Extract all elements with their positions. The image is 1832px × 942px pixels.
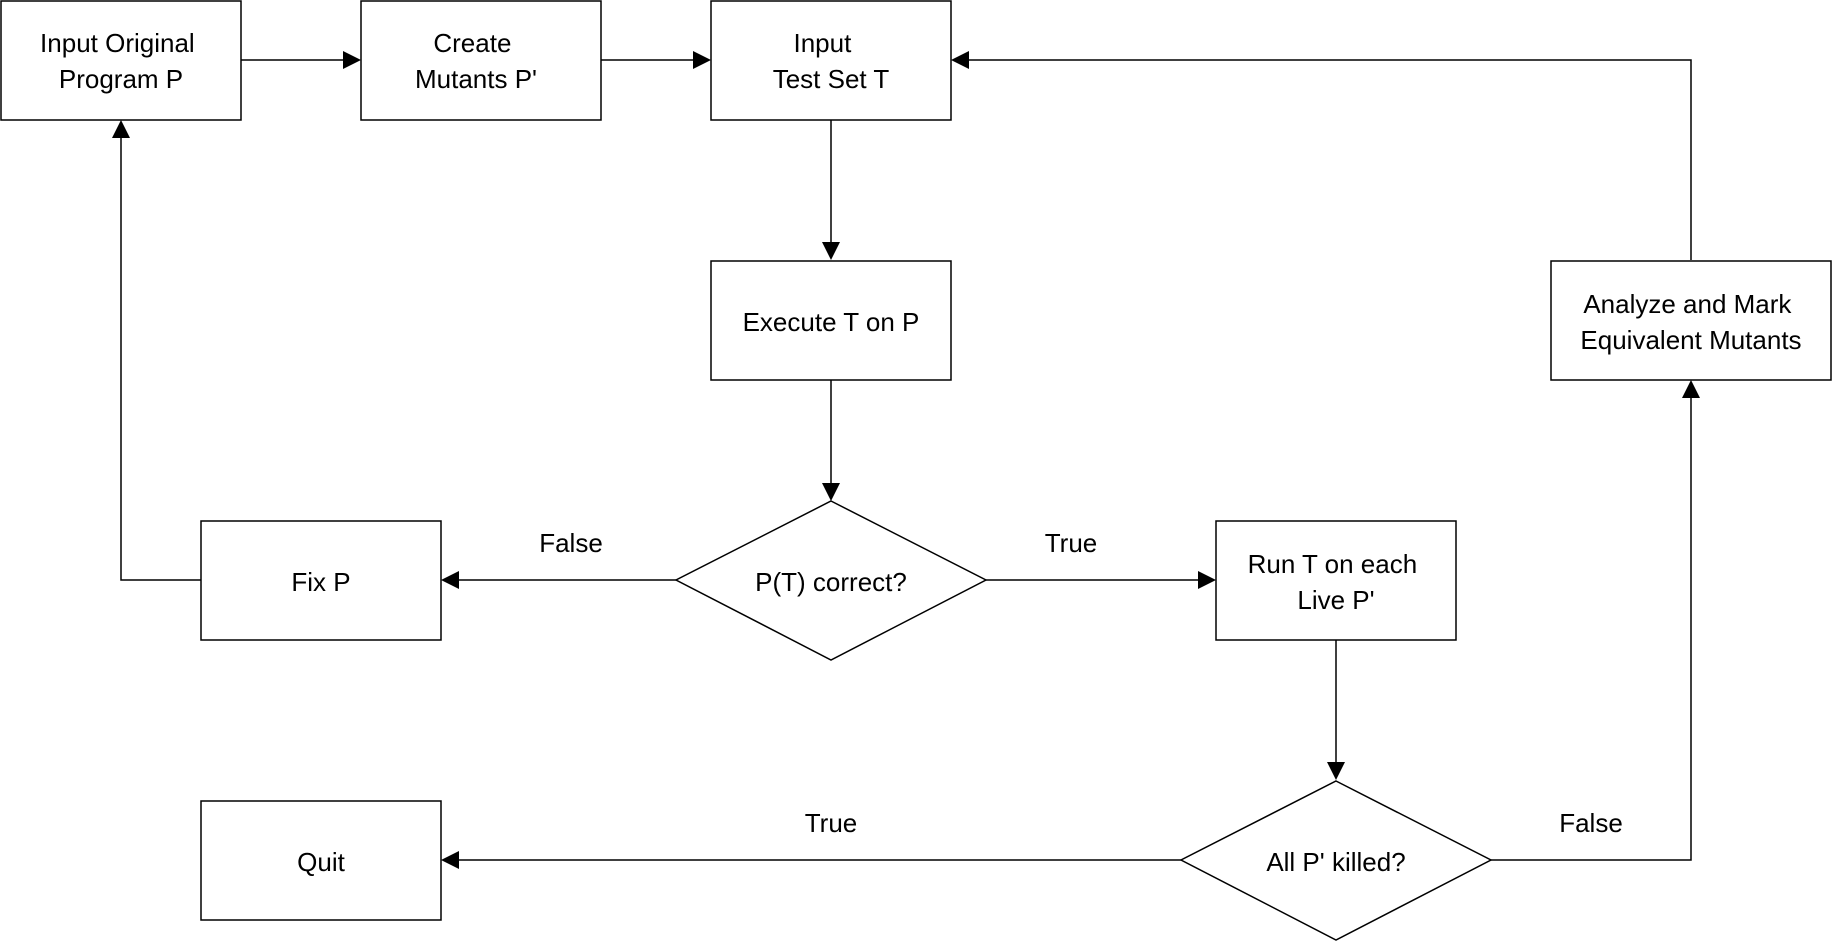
edge-decision-true-to-run [986,571,1216,589]
edge-killed-false-to-analyze [1491,380,1700,861]
node-input-test-set: Input Test Set T [710,0,952,121]
label-killed-true: True [805,808,858,838]
edges [112,51,1700,869]
node-text-line: Input [793,28,852,58]
node-text-line: Live P' [1297,585,1374,615]
node-fix-p: Fix P [200,520,442,641]
node-input-original-program: Input Original Program P [0,0,242,121]
svg-text:All P' killed?: All P' killed? [1266,847,1405,877]
label-pt-true: True [1045,528,1098,558]
edge-run-to-killed [1327,640,1345,780]
svg-text:Run T on each Live P': Run T on each Live P' [1248,549,1425,615]
node-text-line: P(T) correct? [755,567,907,597]
node-analyze-equivalent-mutants: Analyze and Mark Equivalent Mutants [1550,260,1832,381]
node-text-line: Fix P [291,567,350,597]
edge-decision-false-to-fix [441,571,676,589]
node-execute-t-on-p: Execute T on P [710,260,952,381]
svg-text:Execute T on P: Execute T on P [743,307,920,337]
svg-text:Quit: Quit [297,847,345,877]
edge-create-to-testset [601,51,711,69]
node-text-line: All P' killed? [1266,847,1405,877]
edge-analyze-to-testset [951,51,1692,260]
edge-killed-true-to-quit [441,851,1181,869]
svg-text:Analyze and Mark Equiv: Analyze and Mark Equivalent Mutants [1580,289,1801,355]
node-run-t-on-live-mutants: Run T on each Live P' [1215,520,1457,641]
edge-labels: False True True False [539,528,1623,838]
svg-text:Input Test Set T: Input Test Set T [773,28,890,94]
node-text-line: Run T on each [1248,549,1418,579]
node-quit: Quit [200,800,442,921]
node-text-line: Analyze and Mark [1583,289,1792,319]
svg-text:Create Mutants P': Create Mutants P' [415,28,537,94]
node-text-line: Test Set T [773,64,890,94]
edge-fix-to-input [112,120,201,581]
node-text-line: Mutants P' [415,64,537,94]
edge-testset-to-execute [822,120,840,260]
decision-all-killed: All P' killed? [1179,780,1493,941]
edge-execute-to-decision [822,380,840,501]
label-killed-false: False [1559,808,1623,838]
node-text-line: Quit [297,847,345,877]
edge-input-to-create [241,51,361,69]
node-text-line: Input Original [40,28,195,58]
svg-text:Input Original Program: Input Original Program P [40,28,202,94]
node-text-line: Program P [59,64,183,94]
label-pt-false: False [539,528,603,558]
node-text-line: Equivalent Mutants [1580,325,1801,355]
decision-pt-correct: P(T) correct? [674,500,988,661]
node-create-mutants: Create Mutants P' [360,0,602,121]
svg-text:Fix P: Fix P [291,567,350,597]
node-text-line: Execute T on P [743,307,920,337]
svg-text:P(T) correct?: P(T) correct? [755,567,907,597]
node-text-line: Create [433,28,511,58]
